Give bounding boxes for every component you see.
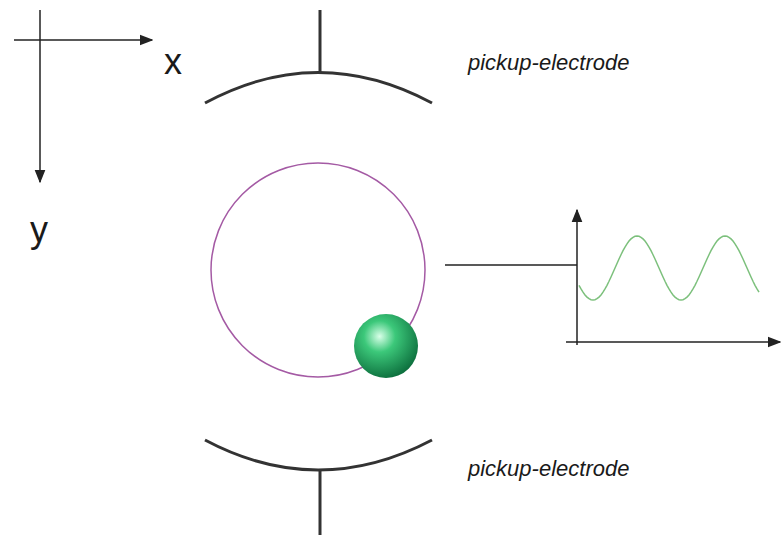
plot-axis (576, 210, 578, 345)
electrode-lead (319, 470, 322, 535)
signal-lead (445, 264, 577, 266)
axis-label: y (30, 212, 48, 248)
beam-orbit (211, 163, 425, 377)
electrode-label: pickup-electrode (468, 52, 629, 74)
pickup-electrode-top (205, 73, 432, 104)
signal-waveform (579, 236, 759, 300)
axis-label: x (164, 44, 182, 80)
electrode-label: pickup-electrode (468, 458, 629, 480)
electrode-lead (319, 10, 322, 72)
x-axis-arrow (14, 39, 152, 41)
y-axis-arrow (39, 10, 41, 182)
plot-axis (566, 341, 780, 343)
beam-bunch (354, 314, 418, 378)
pickup-electrode-bottom (205, 440, 432, 470)
